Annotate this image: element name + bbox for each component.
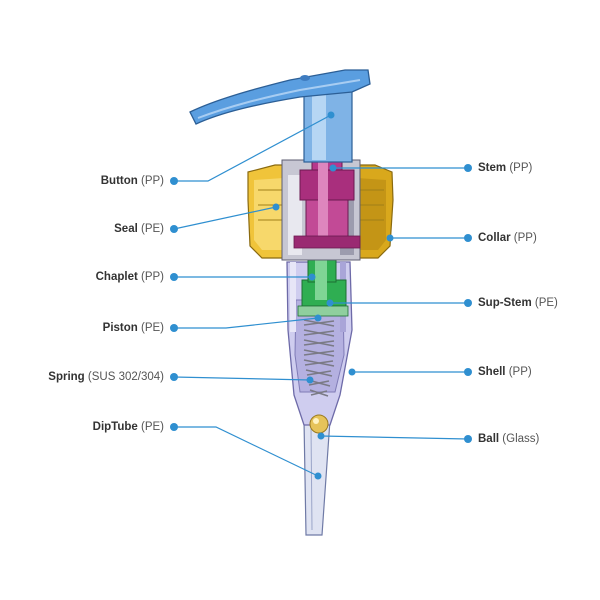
label-diptube: DipTube (PE): [93, 420, 164, 434]
label-seal-material: (PE): [141, 223, 164, 235]
label-supstem-name: Sup-Stem: [478, 297, 532, 309]
label-piston-material: (PE): [141, 322, 164, 334]
label-chaplet: Chaplet (PP): [96, 270, 164, 284]
label-shell: Shell (PP): [478, 365, 532, 379]
leader-seal: [173, 206, 277, 230]
label-button: Button (PP): [101, 174, 164, 188]
leader-spring: [173, 376, 311, 381]
label-button-material: (PP): [141, 175, 164, 187]
label-collar-name: Collar: [478, 232, 511, 244]
label-ball-name: Ball: [478, 433, 500, 445]
label-spring-material: (SUS 302/304): [87, 371, 164, 383]
glass-ball: [309, 414, 329, 434]
label-stem-material: (PP): [509, 162, 533, 174]
label-collar-material: (PP): [513, 232, 537, 244]
leader-piston: [174, 317, 319, 329]
label-seal-name: Seal: [114, 223, 138, 235]
label-stem: Stem (PP): [478, 161, 532, 175]
label-supstem-material: (PE): [534, 297, 558, 309]
leader-lines: [173, 114, 469, 477]
label-spring: Spring (SUS 302/304): [48, 370, 164, 384]
leader-button: [174, 114, 332, 182]
label-ball-material: (Glass): [502, 433, 540, 445]
label-ball: Ball (Glass): [478, 432, 539, 446]
label-collar: Collar (PP): [478, 231, 537, 245]
collar: [247, 164, 394, 259]
label-shell-material: (PP): [508, 366, 532, 378]
label-seal: Seal (PE): [114, 222, 164, 236]
label-spring-name: Spring: [48, 371, 85, 383]
label-chaplet-name: Chaplet: [95, 271, 138, 283]
label-chaplet-material: (PP): [141, 271, 164, 283]
label-piston-name: Piston: [102, 322, 138, 334]
label-button-name: Button: [100, 175, 138, 187]
leader-diptube: [174, 426, 319, 477]
label-supstem: Sup-Stem (PE): [478, 296, 558, 310]
label-piston: Piston (PE): [103, 321, 164, 335]
label-stem-name: Stem: [478, 162, 507, 174]
spring: [303, 319, 335, 397]
label-diptube-name: DipTube: [92, 421, 138, 433]
leader-ball: [320, 435, 469, 440]
label-diptube-material: (PE): [141, 421, 164, 433]
leader-dots: [170, 111, 472, 480]
actuator-button: [189, 69, 371, 163]
label-shell-name: Shell: [478, 366, 506, 378]
